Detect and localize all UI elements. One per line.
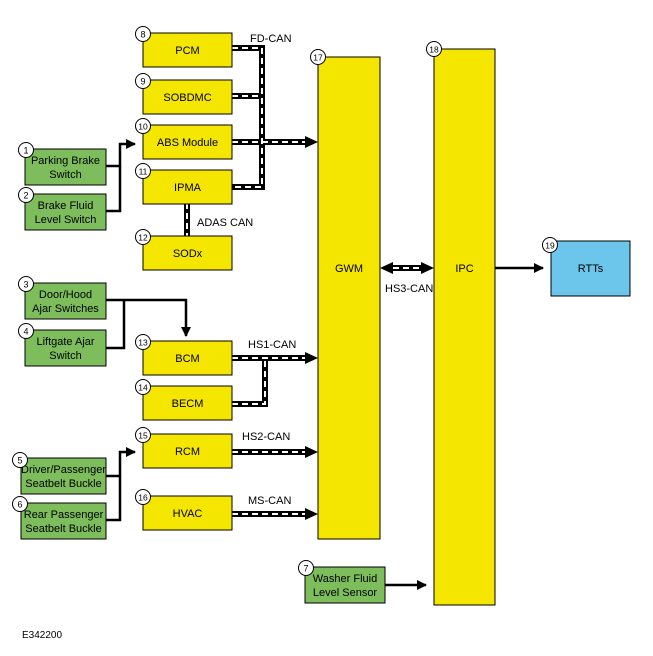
badge-16: 16 (135, 489, 151, 505)
badge-6: 6 (12, 496, 28, 512)
input-label-line2: Level Sensor (313, 587, 378, 599)
svg-text:13: 13 (138, 338, 148, 348)
input-label-line1: Liftgate Ajar (36, 336, 94, 348)
input-rear-passenger-seatbelt-buckle: Rear Passenger Seatbelt Buckle (20, 502, 107, 540)
badge-17: 17 (310, 49, 326, 65)
input-label-line2: Seatbelt Buckle (25, 478, 101, 490)
svg-text:4: 4 (23, 327, 28, 337)
input-door-hood-ajar-switches: Door/Hood Ajar Switches (24, 282, 107, 320)
input-label-line1: Parking Brake (31, 155, 100, 167)
input-label-line2: Level Switch (35, 214, 97, 226)
input-liftgate-ajar-switch: Liftgate Ajar Switch (24, 329, 107, 367)
svg-text:2: 2 (23, 191, 28, 201)
module-label: IPC (455, 263, 473, 275)
input-driver-passenger-seatbelt-buckle: Driver/Passenger Seatbelt Buckle (20, 457, 107, 495)
badge-15: 15 (135, 427, 151, 443)
module-label: ABS Module (157, 137, 218, 149)
module-label: PCM (175, 45, 199, 57)
hs2-can-label: HS2-CAN (242, 431, 290, 443)
input-washer-fluid-level-sensor: Washer Fluid Level Sensor (304, 566, 386, 604)
input-wires (106, 139, 544, 590)
adas-can-label: ADAS CAN (197, 217, 253, 229)
fd-can-label: FD-CAN (250, 33, 292, 45)
module-label: HVAC (173, 508, 203, 520)
input-label-line1: Brake Fluid (38, 200, 94, 212)
badge-5: 5 (12, 452, 28, 468)
svg-text:15: 15 (138, 431, 148, 441)
input-label-line1: Driver/Passenger (21, 464, 106, 476)
badge-8: 8 (135, 26, 151, 42)
svg-text:5: 5 (17, 456, 22, 466)
input-label-line2: Switch (49, 350, 81, 362)
svg-text:10: 10 (138, 122, 148, 132)
ms-can-label: MS-CAN (248, 495, 291, 507)
input-label-line1: Washer Fluid (313, 573, 377, 585)
input-label-line1: Rear Passenger (24, 509, 104, 521)
badge-11: 11 (135, 163, 151, 179)
module-label: SOBDMC (163, 92, 211, 104)
module-label: BCM (175, 353, 199, 365)
figure-id: E342200 (22, 630, 62, 641)
svg-text:17: 17 (313, 53, 323, 63)
module-rcm: RCM (142, 433, 233, 469)
module-label: RTTs (578, 263, 604, 275)
svg-text:18: 18 (429, 45, 439, 55)
module-sodx: SODx (142, 235, 233, 271)
input-parking-brake-switch: Parking Brake Switch (24, 148, 107, 186)
module-gwm: GWM (317, 56, 381, 540)
badge-4: 4 (18, 323, 34, 339)
module-becm: BECM (142, 385, 233, 421)
svg-text:9: 9 (140, 77, 145, 87)
hs1-can-label: HS1-CAN (248, 339, 296, 351)
module-label: BECM (172, 398, 204, 410)
input-label-line2: Seatbelt Buckle (25, 523, 101, 535)
svg-text:1: 1 (23, 146, 28, 156)
badge-12: 12 (135, 229, 151, 245)
input-label-line1: Door/Hood (39, 289, 92, 301)
module-ipma: IPMA (142, 169, 233, 205)
module-hvac: HVAC (142, 495, 233, 531)
svg-text:16: 16 (138, 493, 148, 503)
svg-text:11: 11 (139, 167, 148, 177)
svg-text:8: 8 (140, 30, 145, 40)
module-label: IPMA (174, 182, 202, 194)
input-brake-fluid-level-switch: Brake Fluid Level Switch (24, 193, 107, 231)
badge-13: 13 (135, 334, 151, 350)
can-buses (184, 45, 434, 520)
hs3-can-label: HS3-CAN (385, 283, 433, 295)
badge-18: 18 (426, 41, 442, 57)
badge-3: 3 (18, 276, 34, 292)
svg-text:7: 7 (303, 564, 308, 574)
badge-2: 2 (18, 187, 34, 203)
badge-9: 9 (135, 73, 151, 89)
badge-10: 10 (135, 118, 151, 134)
module-label: SODx (173, 248, 203, 260)
badge-19: 19 (542, 237, 558, 253)
badge-1: 1 (18, 142, 34, 158)
module-rtts: RTTs (550, 240, 631, 297)
module-bcm: BCM (142, 340, 233, 376)
svg-text:6: 6 (17, 500, 22, 510)
module-label: RCM (175, 446, 200, 458)
svg-text:14: 14 (138, 383, 148, 393)
module-sobdmc: SOBDMC (142, 79, 233, 115)
module-label: GWM (335, 263, 363, 275)
input-label-line2: Ajar Switches (32, 303, 99, 315)
module-abs: ABS Module (142, 124, 233, 160)
module-pcm: PCM (142, 32, 233, 68)
badge-7: 7 (298, 560, 314, 576)
input-label-line2: Switch (49, 169, 81, 181)
svg-text:12: 12 (138, 233, 148, 243)
svg-text:19: 19 (545, 241, 555, 251)
badge-14: 14 (135, 379, 151, 395)
svg-text:3: 3 (23, 280, 28, 290)
module-ipc: IPC (433, 48, 496, 606)
